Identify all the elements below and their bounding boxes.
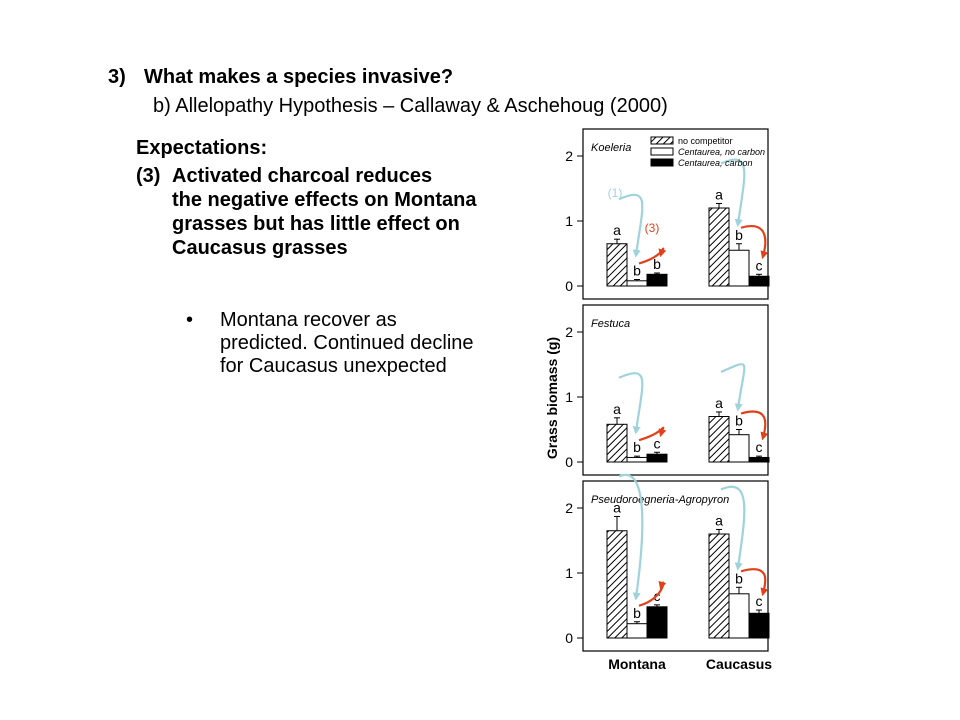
y-tick-label: 1 (565, 389, 573, 405)
arrow-1 (618, 473, 644, 601)
arrow-1 (618, 193, 644, 258)
significance-letter: b (633, 605, 641, 621)
bar (606, 423, 628, 463)
significance-letter: a (715, 186, 723, 202)
bar (606, 243, 628, 287)
legend-label: Centaurea, carbon (678, 158, 753, 168)
point-number: (3) (136, 165, 161, 187)
panel-frame (582, 480, 769, 652)
significance-letter: a (613, 401, 621, 417)
significance-letter: b (735, 570, 743, 586)
y-tick-label: 2 (565, 500, 573, 516)
y-axis-label: Grass biomass (g) (544, 337, 560, 459)
significance-letter: a (613, 222, 621, 238)
panel-title: Koeleria (591, 142, 631, 154)
bar (626, 280, 648, 287)
significance-letter: b (735, 413, 743, 429)
arrow-3 (638, 580, 667, 607)
panel-title: Pseudoroegneria-Agropyron (591, 494, 729, 506)
point-first-line: Activated charcoal reduces (172, 165, 433, 187)
arrow-3 (638, 426, 667, 442)
legend-label: no competitor (678, 136, 733, 146)
significance-letter: b (633, 263, 641, 279)
significance-letter: a (715, 512, 723, 528)
arrow-3 (740, 225, 769, 260)
significance-letter: c (756, 593, 763, 609)
bar (708, 207, 730, 287)
bar (646, 273, 668, 287)
heading-text: What makes a species invasive? (144, 66, 454, 88)
significance-letter: b (653, 256, 661, 272)
arrow-3 (740, 410, 769, 441)
bar (646, 453, 668, 463)
expectation-point: (3) Activated charcoal reduces the negat… (136, 164, 496, 260)
bar (748, 612, 770, 639)
bullet-text: Montana recover as predicted. Continued … (220, 309, 474, 377)
significance-letter: a (715, 395, 723, 411)
bar (748, 275, 770, 287)
bar (708, 416, 730, 463)
y-tick-label: 2 (565, 148, 573, 164)
arrow-1 (720, 363, 746, 412)
significance-letter: c (756, 257, 763, 273)
heading-number: 3) (108, 66, 126, 88)
legend-swatch (650, 136, 674, 145)
arrow-3 (740, 568, 769, 597)
panel-frame (582, 304, 769, 476)
bullet-symbol: • (186, 309, 194, 331)
significance-letter: b (735, 227, 743, 243)
arrow-3 (638, 247, 667, 265)
bar (708, 533, 730, 639)
legend-label: Centaurea, no carbon (678, 147, 765, 157)
bar (646, 606, 668, 639)
bar (748, 456, 770, 463)
x-group-label: Caucasus (706, 656, 772, 672)
arrow-1 (720, 485, 746, 571)
significance-letter: a (613, 499, 621, 515)
bar (728, 434, 750, 463)
panel-title: Festuca (591, 318, 630, 330)
bar (728, 593, 750, 639)
y-tick-label: 0 (565, 630, 573, 646)
slide-heading: 3) What makes a species invasive? (108, 66, 453, 89)
bar (626, 456, 648, 463)
significance-letter: c (756, 439, 763, 455)
significance-letter: c (654, 435, 661, 451)
y-tick-label: 1 (565, 565, 573, 581)
significance-letter: b (633, 439, 641, 455)
expectations-label: Expectations: (136, 137, 268, 159)
point-rest: the negative effects on Montana grasses … (172, 189, 477, 259)
y-tick-label: 0 (565, 278, 573, 294)
legend-swatch (650, 147, 674, 156)
y-tick-label: 0 (565, 454, 573, 470)
arrow-1 (720, 158, 746, 228)
bar (606, 530, 628, 639)
slide-subheading: b) Allelopathy Hypothesis – Callaway & A… (153, 95, 668, 117)
annotation-label-3: (3) (645, 221, 660, 235)
bar (728, 249, 750, 287)
bar (626, 623, 648, 639)
annotation-label-1: (1) (608, 186, 623, 200)
y-tick-label: 1 (565, 213, 573, 229)
y-tick-label: 2 (565, 324, 573, 340)
arrow-1 (618, 372, 644, 435)
legend-swatch (650, 158, 674, 167)
panel-frame (582, 128, 769, 300)
x-group-label: Montana (608, 656, 666, 672)
